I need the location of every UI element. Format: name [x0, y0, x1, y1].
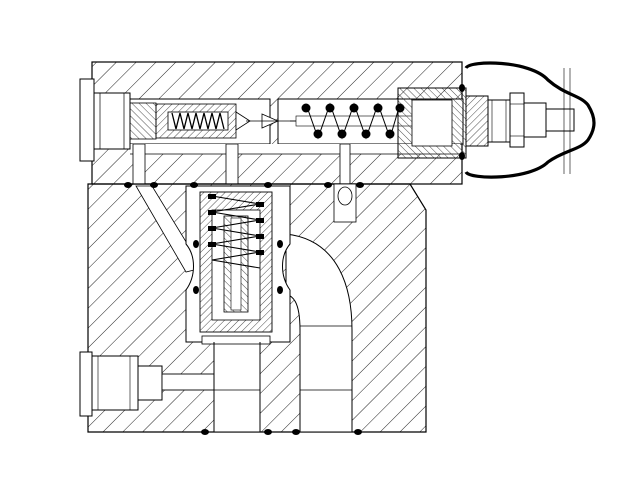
main-spring: [208, 194, 264, 269]
protective-cap: [464, 61, 596, 179]
side-plug: [79, 351, 215, 417]
outlet-port: [285, 233, 353, 433]
o-ring-seals: [124, 84, 465, 435]
adjusting-screw: [397, 87, 575, 159]
left-plug: [79, 78, 157, 162]
inlet-port: [213, 342, 261, 432]
pilot-spring: [171, 112, 225, 130]
adjusting-spring: [290, 102, 420, 140]
